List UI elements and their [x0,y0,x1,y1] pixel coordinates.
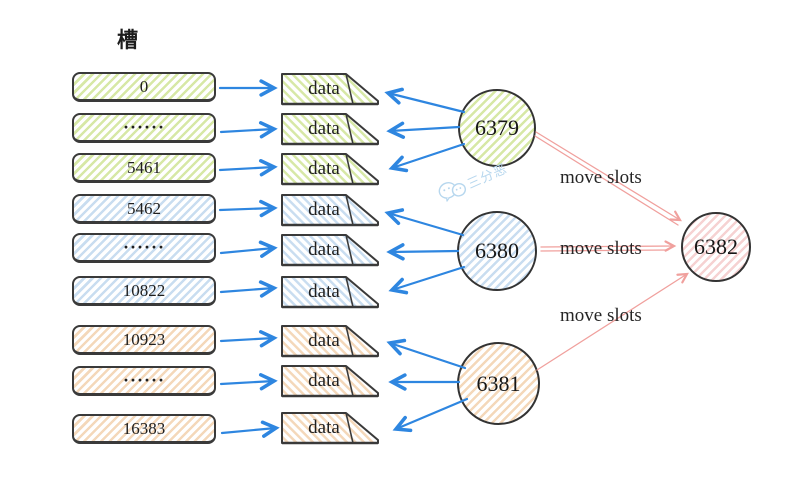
data-doc-4: data [281,194,381,227]
document-icon [281,113,379,146]
document-icon [281,412,379,445]
arrow-slot7-data [219,330,278,348]
document-icon [281,194,379,227]
data-doc-label: data [308,329,340,351]
arrow-slot4-data [218,199,278,218]
data-doc-label: data [308,238,340,260]
arrow-6380-data4 [384,208,465,237]
arrow-slot5-data [219,240,278,258]
slot-box-10822: 10822 [72,276,216,306]
data-doc-label: data [308,198,340,220]
arrow-6381-data7 [386,338,467,370]
document-icon [281,234,379,267]
slot-to-data-arrows [218,79,280,438]
node-circle-6379: 6379 [458,89,536,167]
document-icon [281,153,379,186]
data-doc-3: data [281,153,381,186]
slot-box-ellipsis-green: ······ [72,113,216,143]
arrow-slot2-data [219,121,278,139]
data-doc-label: data [308,416,340,438]
slot-box-10923: 10923 [72,325,216,355]
node-to-data-arrows [384,87,469,433]
slot-box-ellipsis-orange: ······ [72,366,216,396]
slot-box-5462: 5462 [72,194,216,224]
arrow-6379-data2 [386,121,461,139]
slot-box-0: 0 [72,72,216,102]
document-icon [281,325,379,358]
arrow-slot3-data [218,159,278,177]
slot-box-ellipsis-blue: ······ [72,233,216,263]
data-doc-label: data [308,77,340,99]
move-slots-label-1: move slots [560,167,642,188]
slot-box-16383: 16383 [72,414,216,444]
node-circle-6381: 6381 [457,342,540,425]
data-doc-7: data [281,325,381,358]
slots-header-label: 槽 [117,28,138,52]
data-doc-label: data [308,117,340,139]
data-doc-2: data [281,113,381,146]
arrow-6379-data1 [384,87,466,114]
data-doc-8: data [281,365,381,398]
watermark-text: 三分恶 [464,160,510,192]
data-doc-1: data [281,73,381,106]
move-slots-label-3: move slots [560,305,642,326]
arrow-6381-data9 [392,397,469,433]
arrow-6380-data6 [388,265,466,295]
slot-box-5461: 5461 [72,153,216,183]
data-doc-label: data [308,157,340,179]
document-icon [281,73,379,106]
arrow-slot6-data [219,280,278,298]
data-doc-9: data [281,412,381,445]
wechat-icon [438,182,467,202]
data-doc-label: data [308,280,340,302]
arrow-slot9-data [220,420,280,438]
data-doc-5: data [281,234,381,267]
watermark: 三分恶 [435,156,511,206]
data-doc-6: data [281,276,381,309]
move-slots-label-2: move slots [560,238,642,259]
node-circle-6380: 6380 [457,211,537,291]
data-doc-label: data [308,369,340,391]
node-circle-6382: 6382 [681,212,751,282]
arrow-slot8-data [219,373,278,391]
document-icon [281,365,379,398]
arrow-6380-data5 [386,243,460,261]
document-icon [281,276,379,309]
arrow-6379-data3 [388,142,466,173]
